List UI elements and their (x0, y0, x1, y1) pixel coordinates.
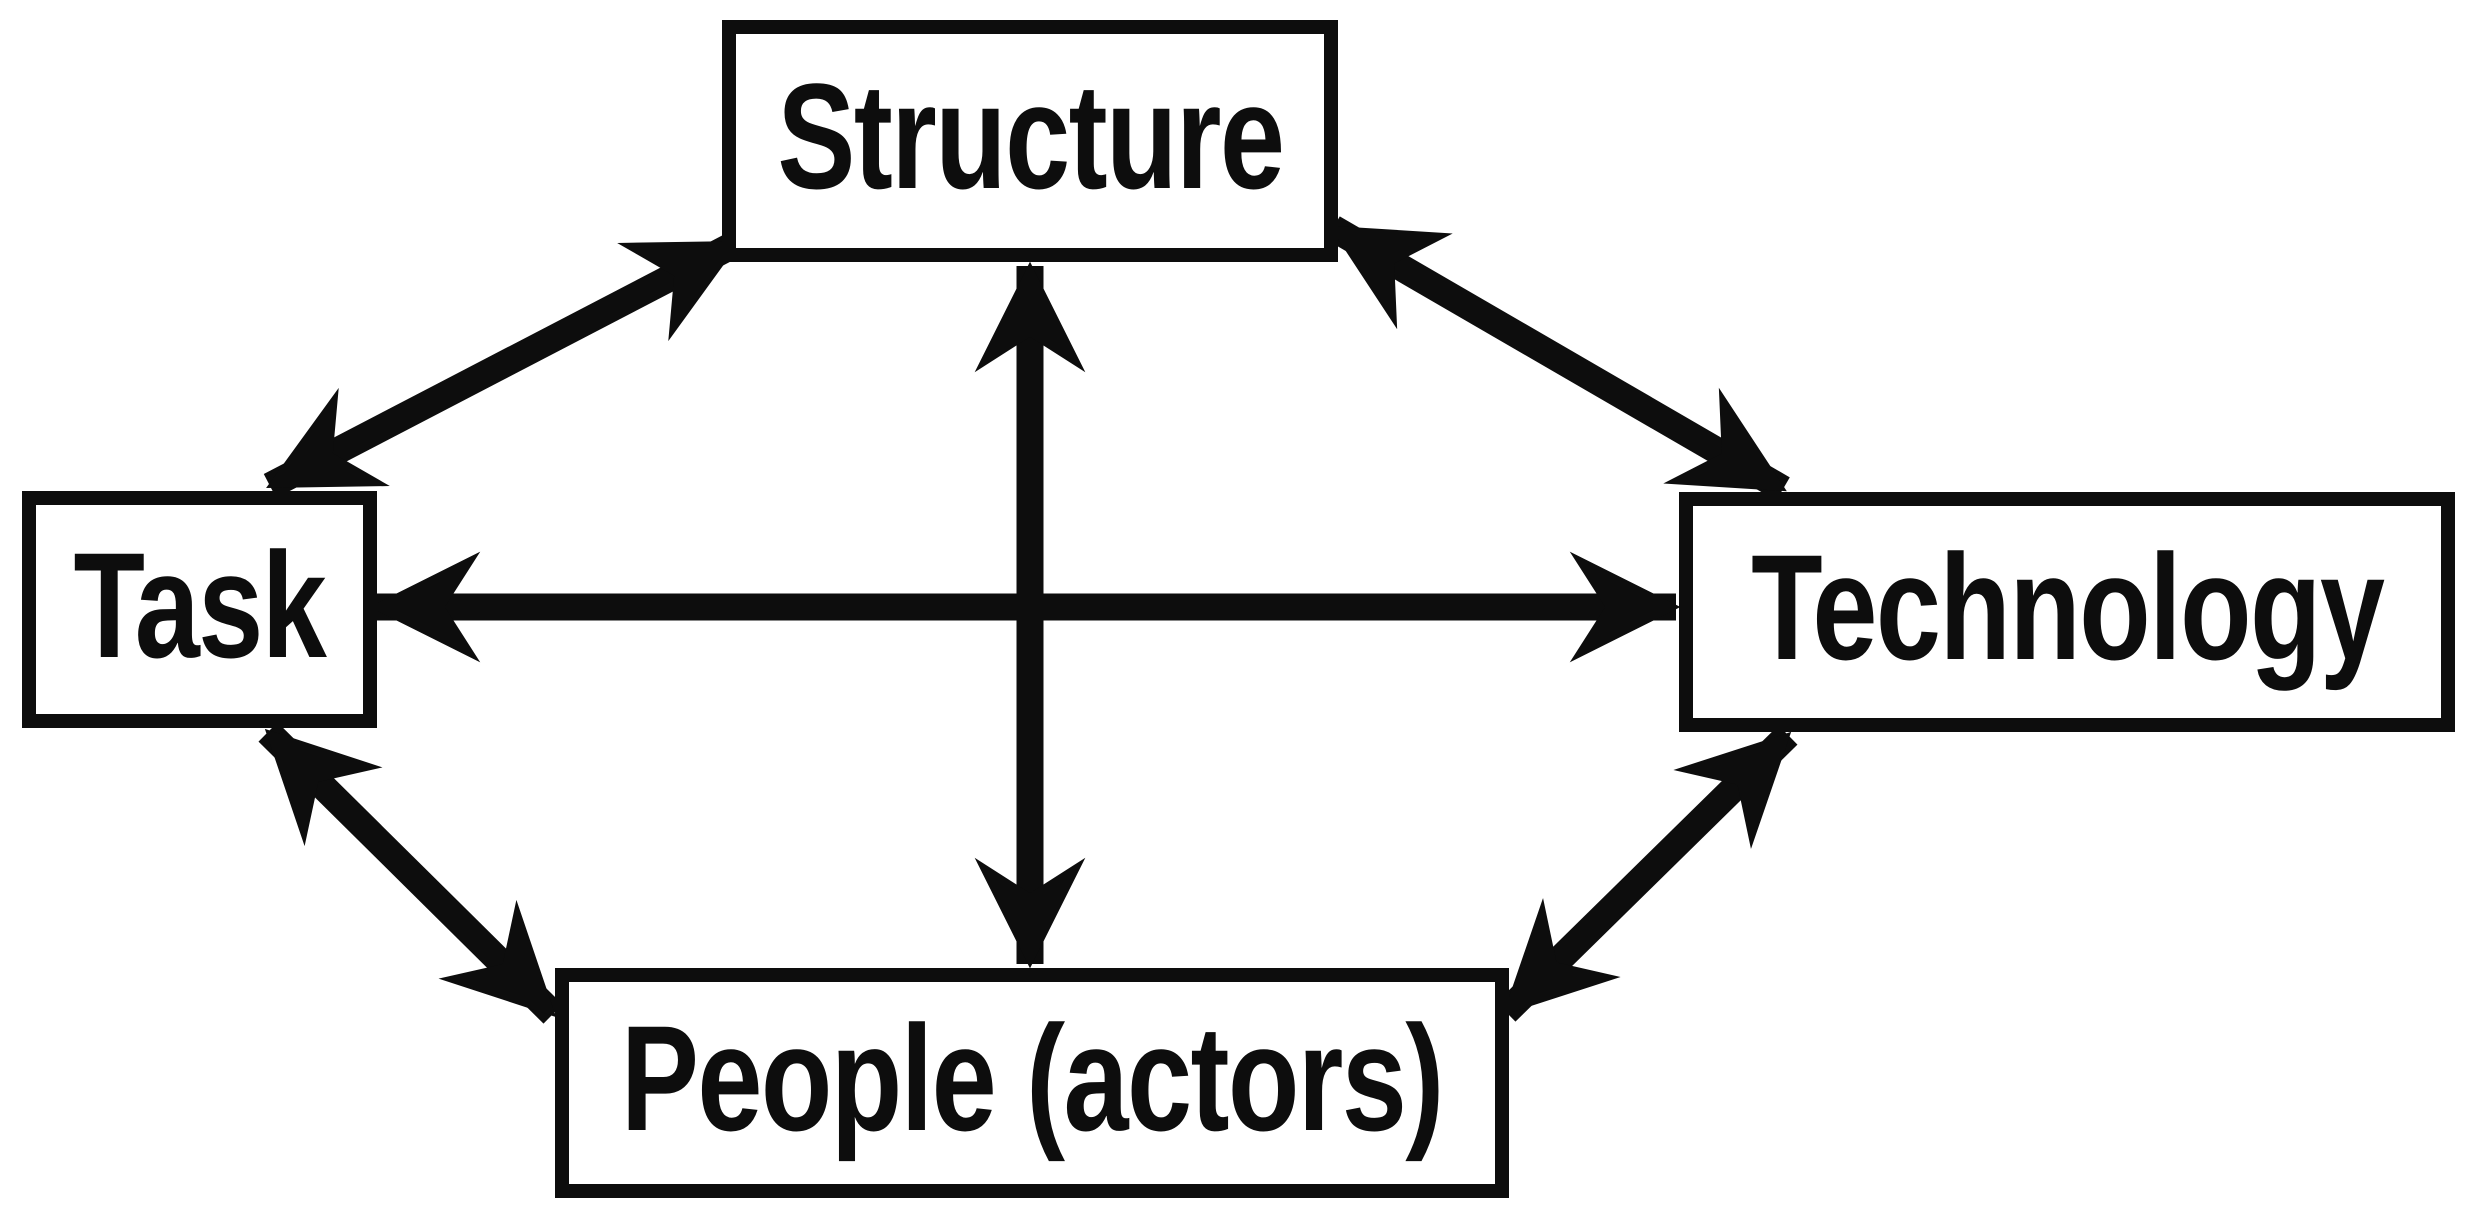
node-technology: Technology (1679, 492, 2455, 732)
node-structure-label: Structure (776, 52, 1285, 220)
arrow-task-people (258, 722, 563, 1024)
node-structure: Structure (722, 20, 1338, 262)
node-task: Task (22, 491, 377, 728)
node-people-label: People (actors) (621, 994, 1444, 1162)
arrow-people-technology (1496, 725, 1798, 1022)
node-technology-label: Technology (1750, 523, 2385, 691)
arrow-structure-technology (1326, 216, 1790, 501)
node-task-label: Task (73, 520, 327, 689)
node-people: People (actors) (555, 968, 1509, 1198)
arrow-task-structure (263, 231, 744, 498)
